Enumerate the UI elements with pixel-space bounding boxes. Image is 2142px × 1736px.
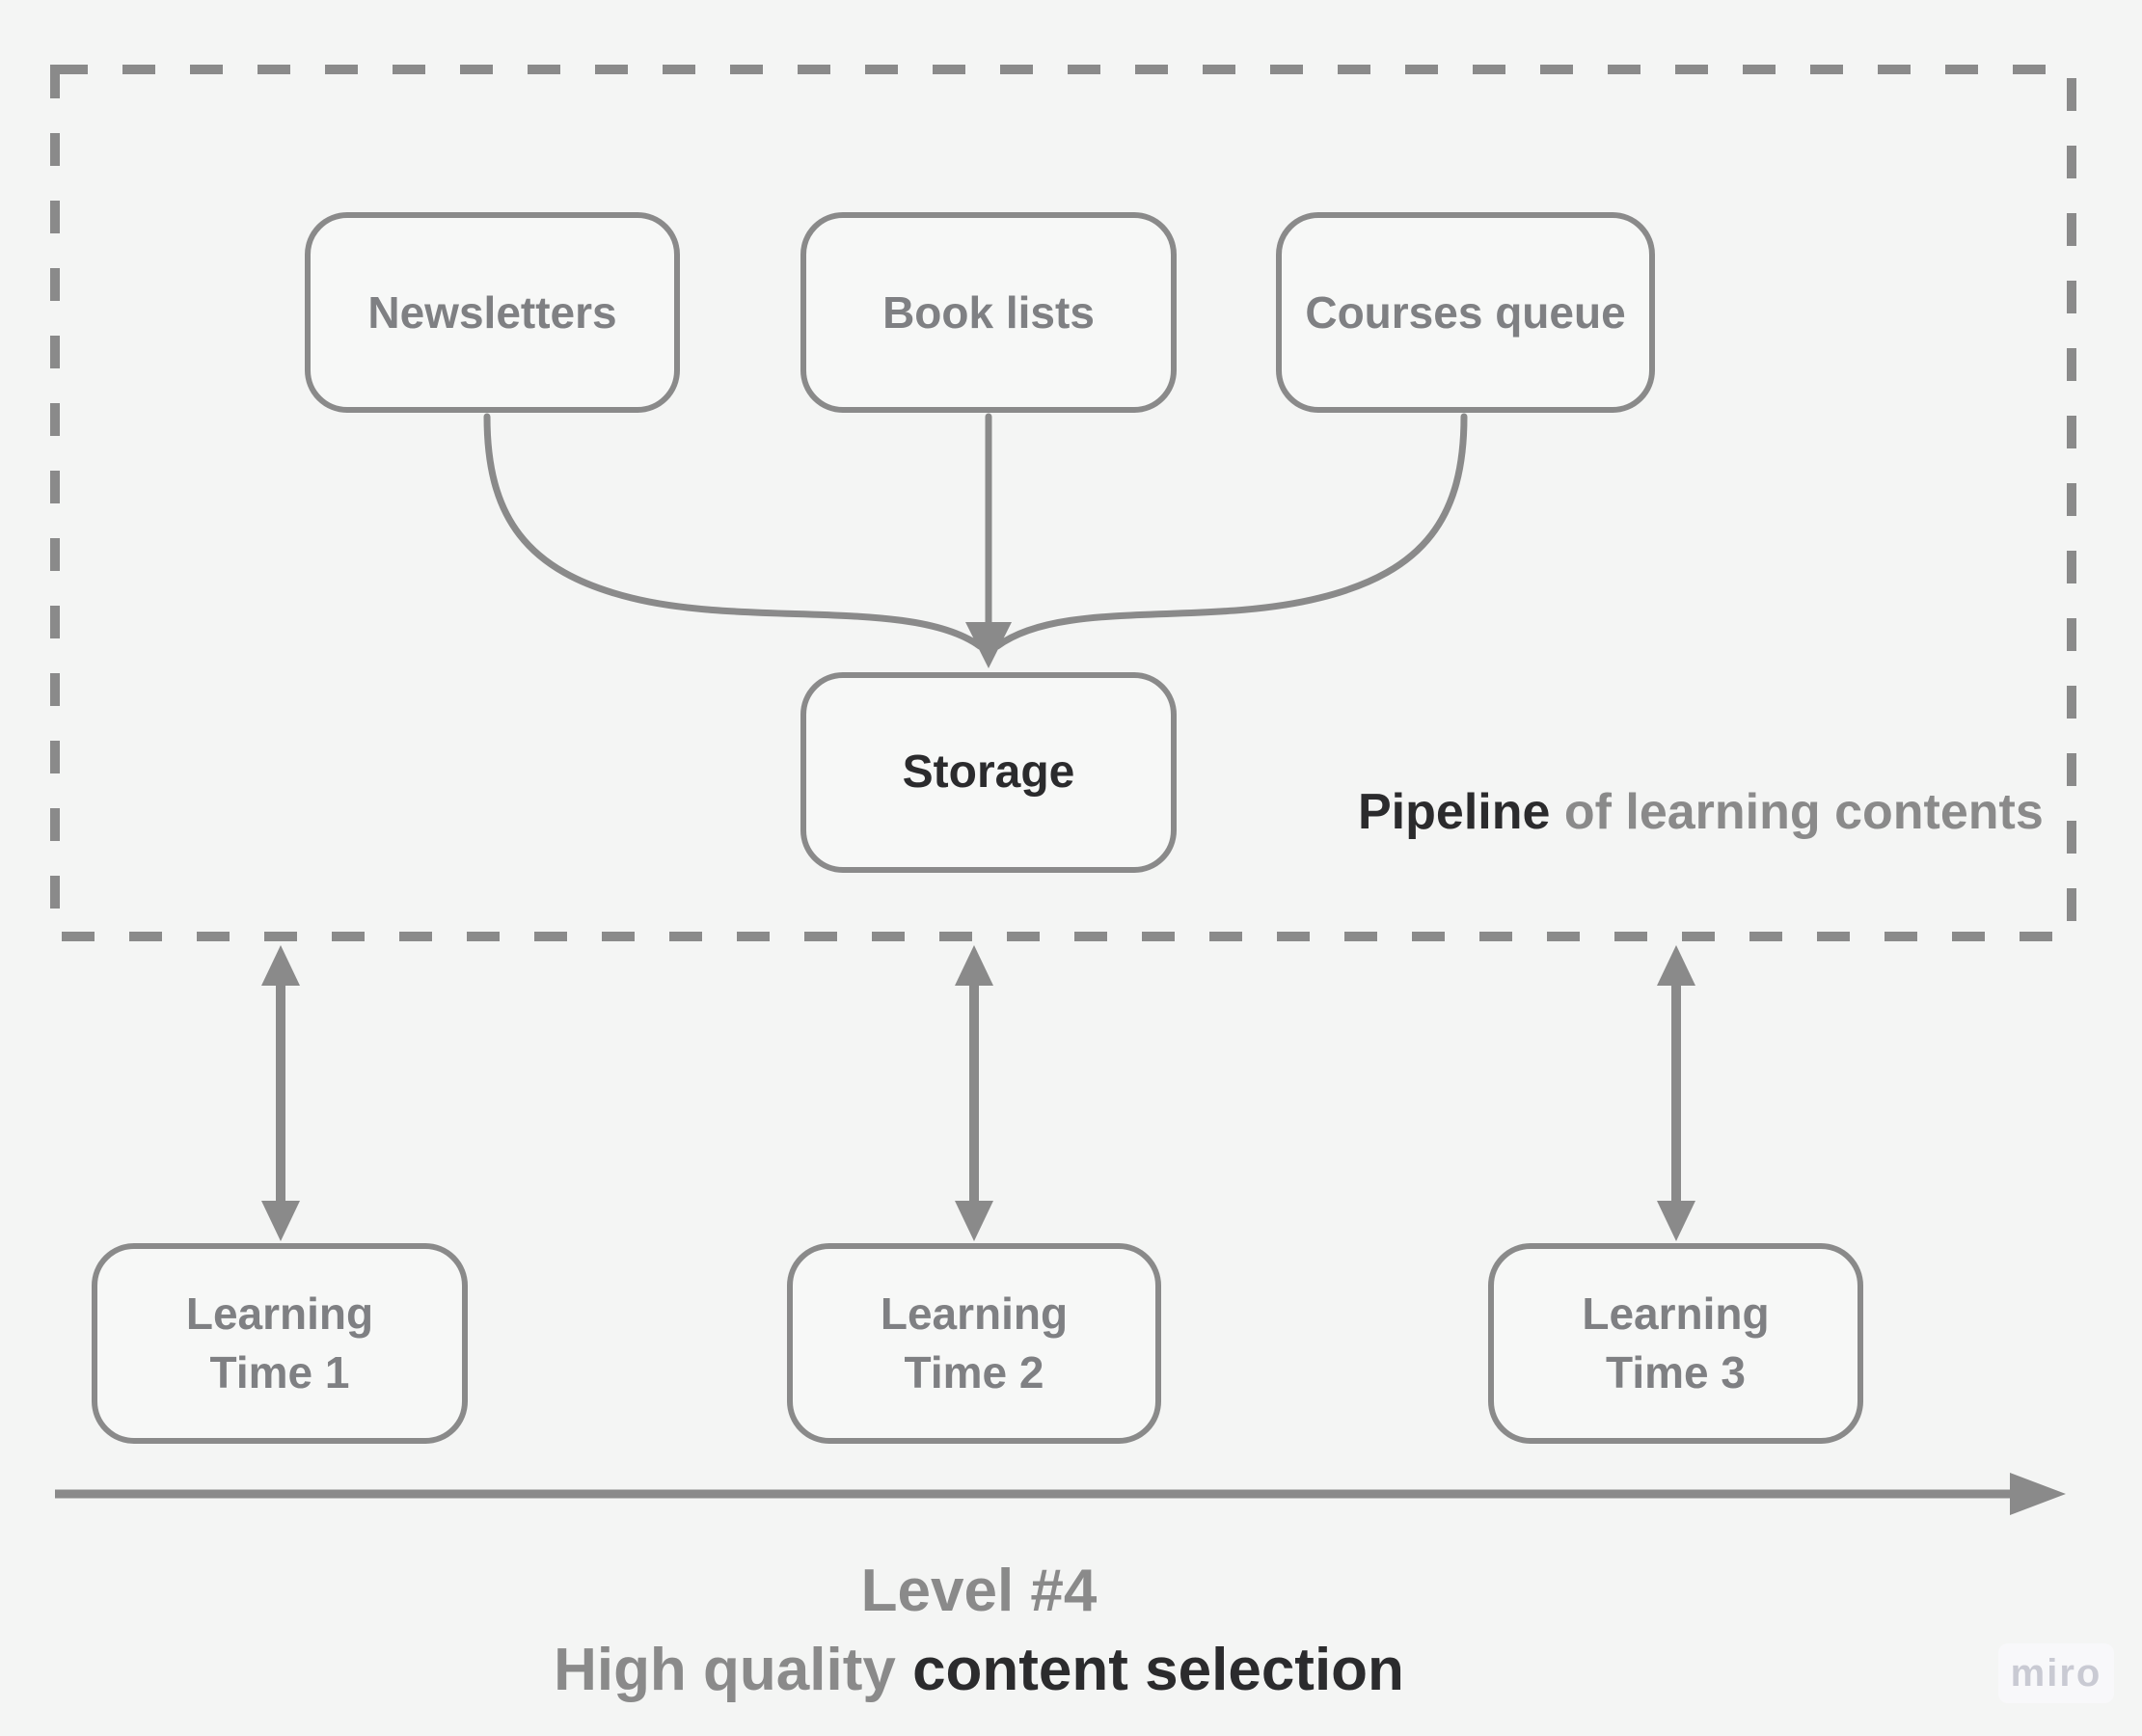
node-learning-time-1-label: Learning Time 1 [185, 1288, 374, 1397]
connector-newsletters-to-storage [483, 413, 984, 650]
sync-arrow-1-up-arrowhead-icon [261, 945, 300, 986]
node-learning-time-3-label: Learning Time 3 [1582, 1288, 1770, 1397]
footer-headline-gray: High quality [554, 1637, 913, 1703]
node-learning-time-2[interactable]: Learning Time 2 [787, 1243, 1161, 1444]
pipeline-caption-bold: Pipeline [1358, 784, 1551, 840]
miro-watermark-label: miro [2010, 1651, 2102, 1695]
pipeline-caption-rest: of learning contents [1550, 784, 2044, 840]
connector-coursesqueue-to-storage [993, 413, 1468, 650]
node-storage-label: Storage [902, 746, 1075, 799]
footer-level-label: Level #4 [860, 1558, 1098, 1624]
sync-arrow-3-up-arrowhead-icon [1657, 945, 1695, 986]
miro-watermark: miro [1998, 1643, 2114, 1703]
node-learning-time-2-label: Learning Time 2 [880, 1288, 1069, 1397]
node-courses-queue[interactable]: Courses queue [1276, 212, 1655, 413]
sync-arrow-3-down-arrowhead-icon [1657, 1201, 1695, 1241]
node-newsletters-label: Newsletters [367, 286, 617, 338]
node-courses-queue-label: Courses queue [1305, 286, 1626, 338]
merge-arrowhead-icon [965, 622, 1012, 668]
node-learning-time-3[interactable]: Learning Time 3 [1488, 1243, 1863, 1444]
node-storage[interactable]: Storage [800, 672, 1177, 873]
timeline-arrowhead-icon [2010, 1473, 2066, 1515]
footer-headline: High quality content selection [304, 1636, 1654, 1704]
footer-headline-dark: content selection [912, 1637, 1404, 1703]
pipeline-caption: Pipeline of learning contents [1358, 783, 2044, 841]
node-learning-time-1[interactable]: Learning Time 1 [92, 1243, 468, 1444]
node-newsletters[interactable]: Newsletters [305, 212, 680, 413]
sync-arrow-1-down-arrowhead-icon [261, 1201, 300, 1241]
node-book-lists[interactable]: Book lists [800, 212, 1177, 413]
node-book-lists-label: Book lists [882, 286, 1095, 338]
pipeline-boundary-dashed-box [50, 65, 2076, 941]
sync-arrow-2-up-arrowhead-icon [955, 945, 993, 986]
sync-arrow-2-down-arrowhead-icon [955, 1201, 993, 1241]
